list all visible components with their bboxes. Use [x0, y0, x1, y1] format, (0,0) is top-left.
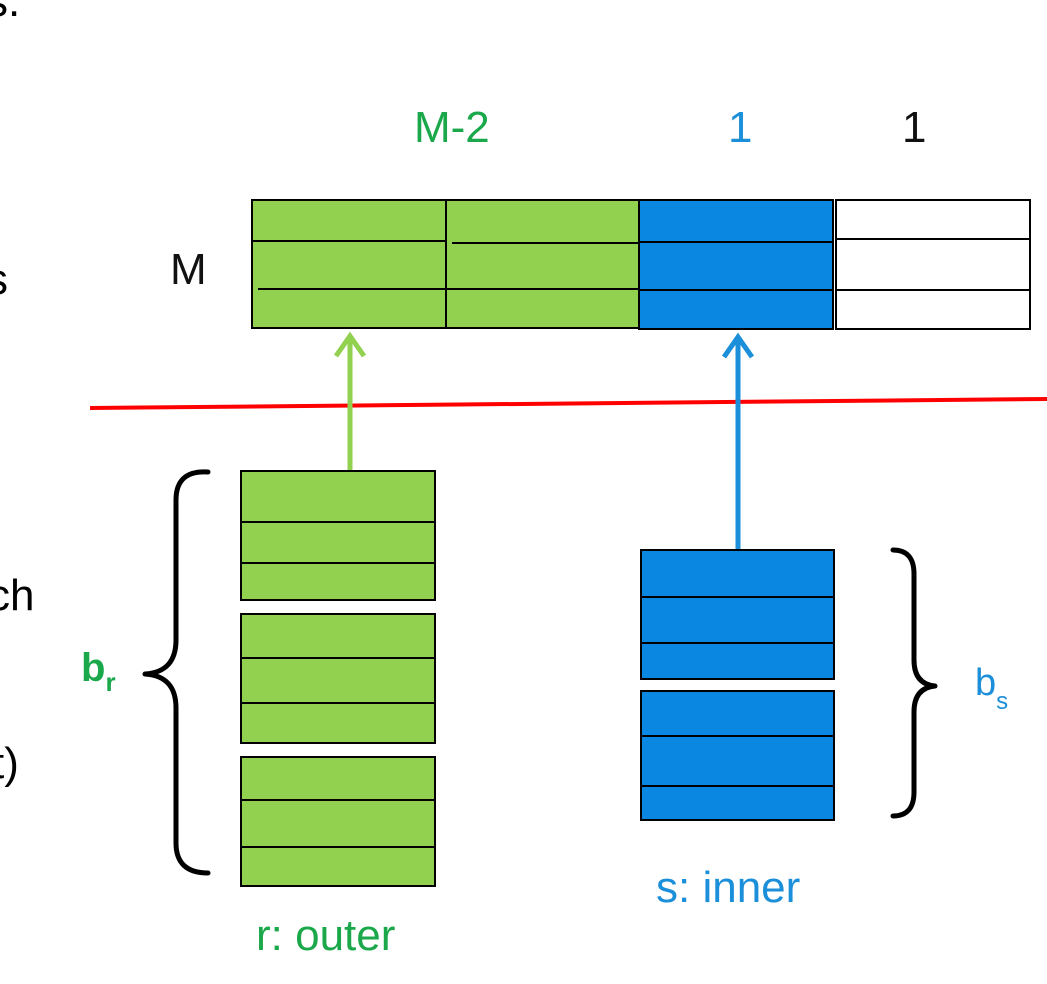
inner-read-arrow	[721, 332, 755, 549]
buffer-row-label: M	[170, 245, 207, 294]
buffer-group-label-output: 1	[902, 103, 927, 152]
buffer-output-page	[835, 199, 1031, 330]
s-block	[640, 549, 835, 680]
buffer-outer-pages	[251, 199, 644, 329]
bs-label-base: b	[975, 662, 997, 704]
outer-read-arrow	[333, 331, 367, 470]
edge-text-fragment: s.	[0, 0, 21, 26]
relation-r-blocks	[240, 470, 436, 887]
edge-text-fragment: s	[0, 258, 8, 302]
br-label-base: b	[81, 646, 106, 690]
buffer-group-label-outer: M-2	[414, 103, 490, 152]
r-block	[240, 613, 436, 744]
relation-s-caption: s: inner	[656, 863, 801, 912]
relation-s-blocks	[640, 549, 835, 821]
s-block	[640, 690, 835, 821]
memory-disk-divider	[89, 397, 1047, 410]
r-block	[240, 470, 436, 601]
br-label: br	[81, 646, 116, 695]
right-brace	[890, 547, 938, 819]
edge-text-fragment: ch	[0, 571, 35, 620]
edge-text-fragment: t)	[0, 739, 19, 788]
left-brace	[142, 469, 211, 876]
bs-label: bs	[975, 662, 1008, 714]
r-block	[240, 756, 436, 887]
buffer-inner-page	[638, 199, 834, 330]
relation-r-caption: r: outer	[256, 911, 396, 960]
br-label-sub: r	[105, 667, 116, 697]
buffer-group-label-inner: 1	[728, 103, 753, 152]
bs-label-sub: s	[996, 688, 1009, 715]
